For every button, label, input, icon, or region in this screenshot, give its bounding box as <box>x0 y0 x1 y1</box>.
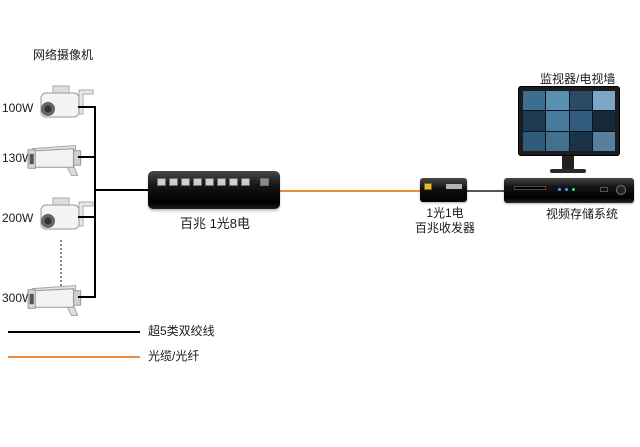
transceiver-label-strip <box>446 184 462 189</box>
video-feed-cell <box>569 111 592 131</box>
fiber-port <box>424 183 432 190</box>
rj45-port <box>157 178 166 186</box>
switch-ports <box>157 178 269 186</box>
bus-to-switch-cable <box>94 189 150 191</box>
legend-fiber-label: 光缆/光纤 <box>148 349 200 363</box>
status-leds <box>558 188 561 191</box>
rj45-port <box>193 178 202 186</box>
video-feed-cell <box>546 91 569 111</box>
rj45-port <box>205 178 214 186</box>
video-feed-cell <box>523 91 546 111</box>
legend-copper-line <box>8 331 140 333</box>
transceiver-label-line1: 1光1电 <box>426 206 464 220</box>
ptz-camera-icon <box>34 84 96 128</box>
video-feed-cell <box>523 131 546 151</box>
usb-port <box>600 187 608 192</box>
monitor-stand-base <box>550 169 586 173</box>
video-wall-screen <box>523 91 615 151</box>
video-feed-cell <box>523 111 546 131</box>
video-feed-cell <box>569 131 592 151</box>
camera1-cable <box>78 106 96 108</box>
transceiver-label: 1光1电 百兆收发器 <box>398 206 492 236</box>
optical-port <box>260 178 269 186</box>
storage-label: 视频存储系统 <box>546 207 619 221</box>
video-feed-cell <box>546 111 569 131</box>
camera4-cable <box>78 296 96 298</box>
video-feed-cell <box>592 111 615 131</box>
camera-label-130w: 130W <box>2 151 34 165</box>
bullet-camera-icon <box>26 280 90 318</box>
camera2-cable <box>78 156 96 158</box>
legend-copper-label: 超5类双绞线 <box>148 324 215 338</box>
switch-label: 百兆 1光8电 <box>179 216 251 231</box>
camera-bus-line <box>94 106 96 298</box>
bullet-camera-icon <box>27 145 82 177</box>
legend-fiber-line <box>8 356 140 358</box>
ptz-camera-icon <box>34 196 96 240</box>
camera-group-label: 网络摄像机 <box>33 48 94 62</box>
rj45-port <box>229 178 238 186</box>
ethernet-switch-icon <box>148 171 280 209</box>
ptz-camera-icon <box>40 85 94 118</box>
rj45-port <box>169 178 178 186</box>
fiber-link <box>280 190 420 192</box>
monitor-label: 监视器/电视墙 <box>540 72 616 86</box>
disc-slot <box>514 186 546 190</box>
transceiver-to-storage-cable <box>466 190 508 192</box>
video-feed-cell <box>592 91 615 111</box>
monitor-stand <box>562 156 574 170</box>
video-feed-cell <box>569 91 592 111</box>
fiber-transceiver-icon <box>420 178 467 202</box>
rj45-port <box>217 178 226 186</box>
power-button-icon <box>616 185 626 195</box>
video-feed-cell <box>546 131 569 151</box>
rj45-port <box>181 178 190 186</box>
video-feed-cell <box>592 131 615 151</box>
camera-label-100w: 100W <box>2 101 34 115</box>
camera-label-200w: 200W <box>2 211 34 225</box>
bullet-camera-icon <box>26 140 90 178</box>
more-cameras-ellipsis <box>60 240 62 286</box>
monitor-icon <box>518 86 620 156</box>
video-storage-icon <box>504 178 634 203</box>
bullet-camera-icon <box>27 285 82 317</box>
camera-label-300w: 300W <box>2 291 34 305</box>
ptz-camera-icon <box>40 197 94 230</box>
transceiver-label-line2: 百兆收发器 <box>414 221 475 235</box>
rj45-port <box>241 178 250 186</box>
camera3-cable <box>78 216 96 218</box>
